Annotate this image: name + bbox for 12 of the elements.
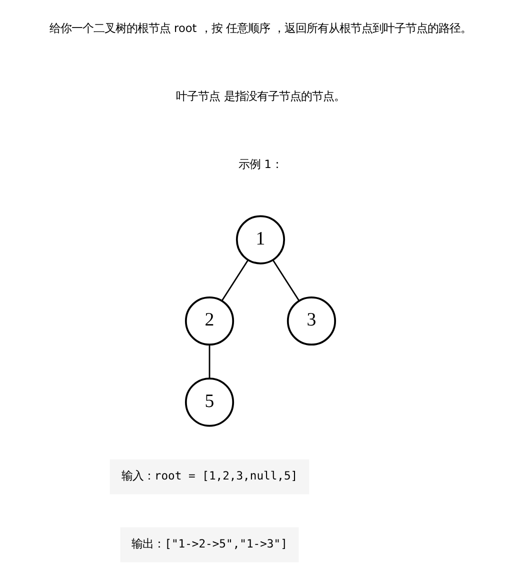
node-circle: 3: [286, 296, 336, 346]
node-circle: 2: [184, 296, 234, 346]
label: 给你一个二叉树的根节点 root ，按 任意顺序 ，返回所有从根节点到叶子节点的路径。: [49, 21, 472, 36]
label: 示例 1：: [238, 157, 282, 172]
label: 输出：["1->2->5","1->3"]: [132, 536, 288, 551]
connector: [221, 260, 249, 302]
connector: [208, 344, 210, 378]
node-circle: 1: [236, 215, 286, 264]
label: 输入：root = [1,2,3,null,5]: [121, 468, 298, 483]
label: 叶子节点 是指没有子节点的节点。: [176, 89, 345, 104]
node-circle: 5: [184, 378, 234, 427]
connector: [272, 260, 300, 302]
